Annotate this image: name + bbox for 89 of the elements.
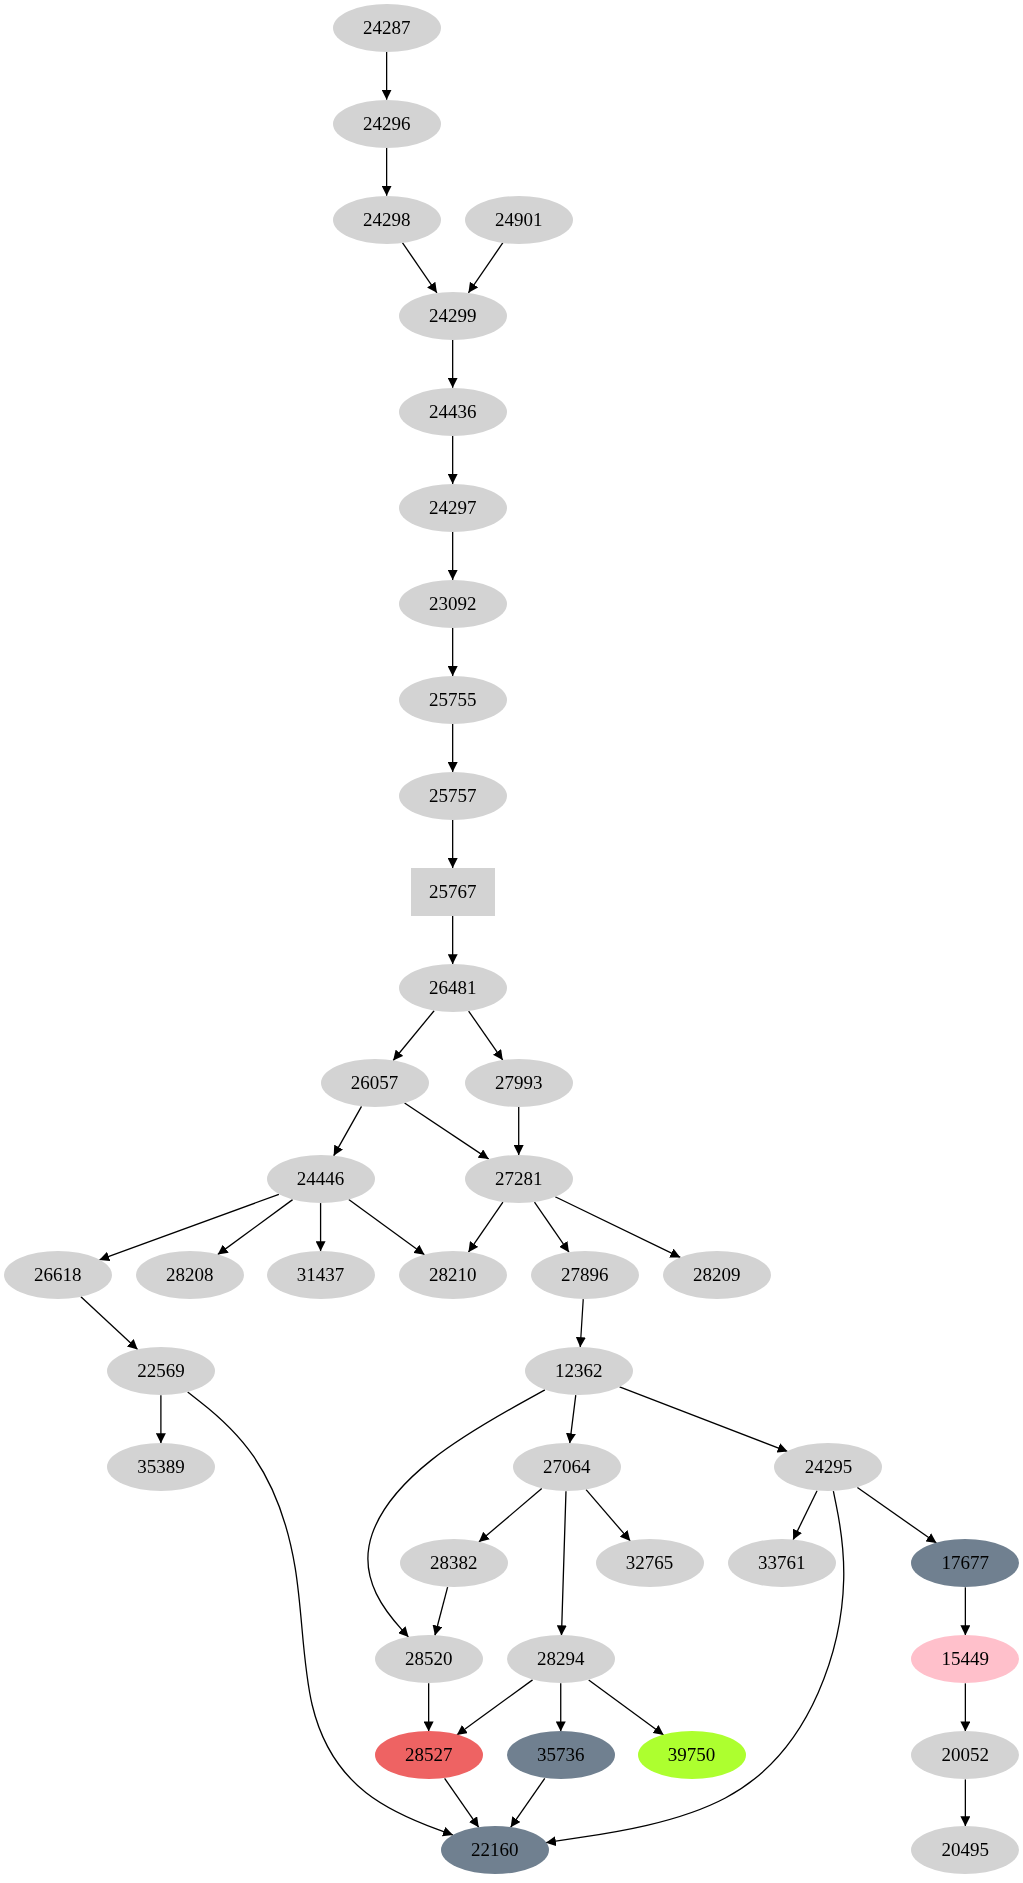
arrow (588, 1679, 665, 1736)
node-label: 28208 (165, 1264, 214, 1287)
node-label: 28210 (428, 1264, 477, 1287)
arrow (513, 1106, 524, 1156)
arrow (960, 1778, 971, 1827)
arrow (80, 1296, 139, 1351)
arrow (447, 531, 458, 581)
arrow (443, 1777, 480, 1828)
arrow (447, 435, 458, 485)
arrow (533, 1201, 570, 1253)
arrow (960, 1682, 971, 1733)
arrow (566, 1394, 577, 1444)
node-label: 28294 (536, 1648, 585, 1671)
arrow (187, 1391, 454, 1837)
node-label: 24436 (428, 400, 477, 423)
node-label: 28209 (693, 1264, 741, 1287)
node-label: 23092 (428, 592, 477, 615)
node-label: 28527 (404, 1744, 453, 1767)
node-label: 26057 (350, 1072, 399, 1095)
node-label: 24446 (296, 1168, 345, 1191)
arrow (155, 1394, 166, 1444)
node-label: 35736 (536, 1744, 585, 1767)
arrow (333, 1105, 363, 1157)
node-label: 26481 (428, 977, 477, 1000)
node-label: 33761 (757, 1552, 806, 1575)
arrow (447, 819, 458, 869)
arrow (367, 1389, 546, 1638)
arrow (555, 1682, 566, 1733)
node-ellipse (3, 1251, 112, 1300)
node-label: 25755 (428, 689, 477, 711)
node-label: 12362 (555, 1360, 603, 1383)
node-label: 24287 (362, 16, 411, 39)
arrow (585, 1489, 631, 1542)
node-label: 22160 (470, 1839, 519, 1862)
node-ellipse (774, 1443, 883, 1492)
node-label: 25767 (428, 881, 477, 904)
arrow (478, 1487, 543, 1543)
arrow (467, 1201, 504, 1253)
arrow (348, 1198, 426, 1256)
arrow (403, 1102, 490, 1160)
node-label: 27896 (561, 1264, 609, 1287)
arrow (545, 1490, 845, 1847)
arrow (423, 1682, 434, 1733)
arrow (392, 1010, 435, 1062)
node-label: 35389 (137, 1456, 185, 1479)
arrow (792, 1490, 818, 1541)
arrow (432, 1586, 449, 1637)
arrow (381, 147, 392, 197)
node-label: 31437 (296, 1264, 345, 1287)
arrow (217, 1198, 294, 1256)
arrow (456, 1679, 534, 1736)
arrow (556, 1490, 567, 1637)
node-label: 24298 (362, 208, 411, 231)
node-label: 28382 (430, 1552, 478, 1575)
arrow (447, 627, 458, 677)
node-label: 27993 (494, 1072, 543, 1095)
node-label: 32765 (625, 1552, 674, 1575)
node-label: 24296 (362, 112, 411, 135)
arrow (447, 339, 458, 389)
arrow (618, 1386, 789, 1453)
node-label: 27064 (542, 1456, 591, 1479)
arrow (381, 50, 392, 101)
node-label: 24299 (428, 304, 477, 327)
process-box (410, 868, 495, 917)
node-label: 20495 (941, 1839, 990, 1862)
node-label: 39750 (667, 1744, 716, 1767)
node-label: 28520 (404, 1648, 453, 1671)
node-label: 24295 (804, 1456, 853, 1479)
arrow (401, 242, 438, 294)
arrow (856, 1486, 938, 1544)
arrow (447, 723, 458, 773)
node-label: 27281 (494, 1168, 543, 1191)
arrow (467, 242, 504, 294)
node-label: 25757 (428, 785, 477, 808)
node-label: 15449 (941, 1648, 990, 1671)
arrow (315, 1202, 326, 1252)
arrow (575, 1298, 586, 1348)
node-label: 20052 (941, 1744, 990, 1767)
node-label: 24901 (494, 208, 543, 231)
arrow (468, 1010, 504, 1061)
node-label: 22569 (137, 1360, 185, 1383)
node-label: 24297 (428, 496, 477, 519)
arrow (554, 1196, 681, 1259)
arrow (510, 1777, 546, 1828)
node-label: 17677 (941, 1552, 990, 1575)
arrow (960, 1586, 971, 1636)
arrow (98, 1193, 280, 1262)
node-label: 26618 (33, 1264, 82, 1287)
arrow (447, 915, 458, 965)
